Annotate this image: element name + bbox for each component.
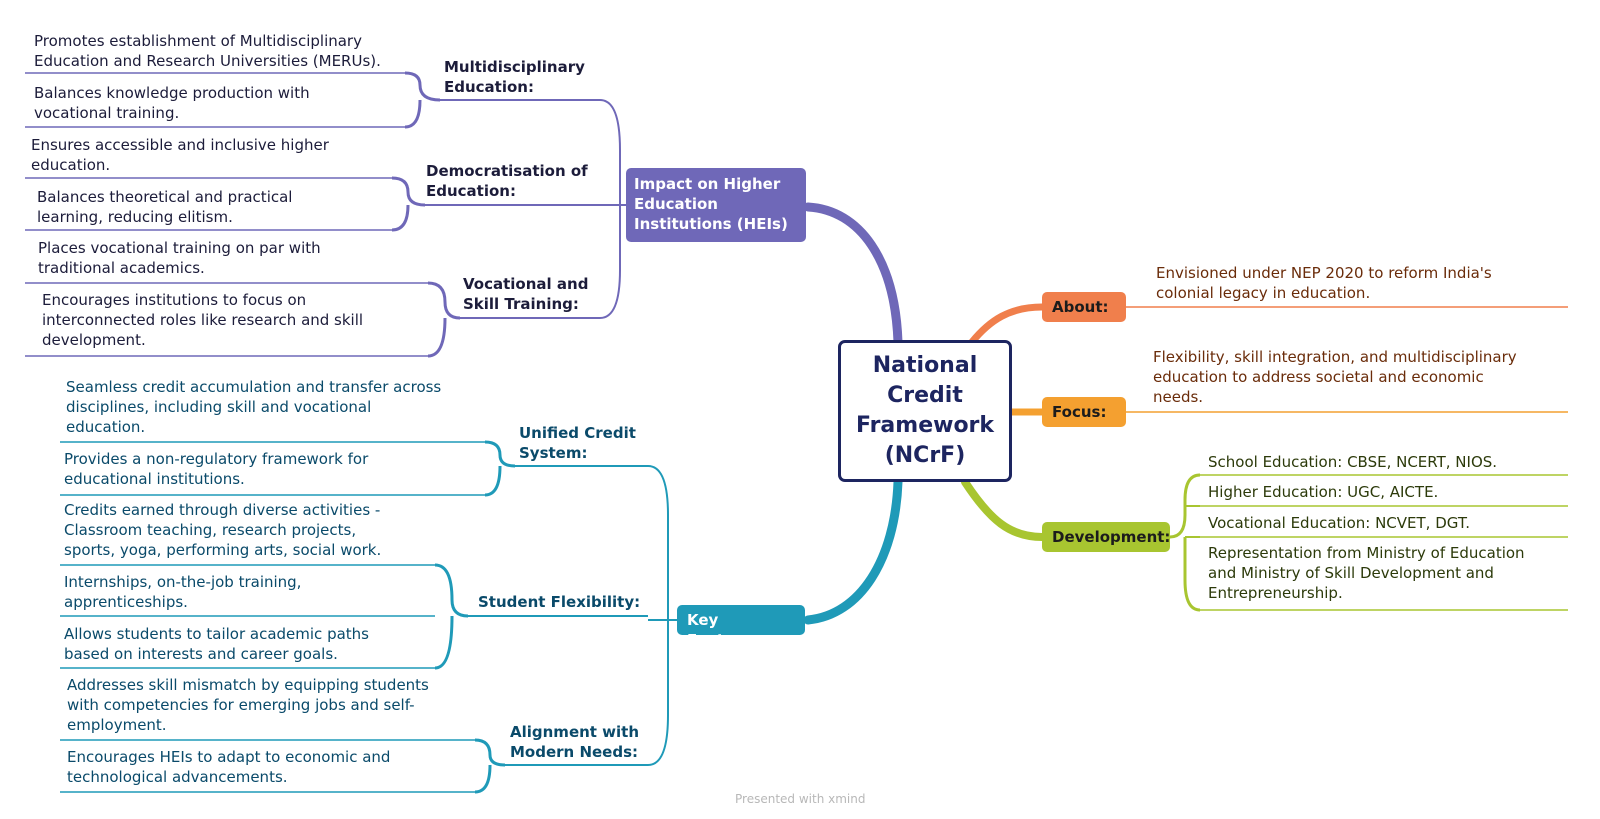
development-underlines — [1200, 474, 1568, 611]
subtopic-student-flexibility[interactable]: Student Flexibility: — [478, 593, 641, 611]
leaf-non-regulatory: Provides a non-regulatory framework for … — [64, 450, 369, 488]
subtopic-alignment-modern-needs[interactable]: Alignment with Modern Needs: — [510, 723, 640, 761]
branch-line-development — [961, 478, 1046, 541]
impact-bracket-3 — [427, 281, 461, 358]
leaf-accessible-inclusive: Ensures accessible and inclusive higher … — [31, 136, 329, 174]
impact-trunk — [599, 99, 621, 319]
development-bracket-top — [1169, 473, 1201, 539]
leaf-vocational-parity: Places vocational training on par with t… — [38, 239, 321, 277]
branch-line-key — [803, 477, 903, 625]
leaf-credit-accumulation: Seamless credit accumulation and transfe… — [66, 378, 442, 436]
leaf-knowledge-vocational-balance: Balances knowledge production with vocat… — [34, 84, 310, 122]
branch-impact-on-heis[interactable]: Impact on Higher Education Institutions … — [626, 168, 806, 242]
leaf-focus-text: Flexibility, skill integration, and mult… — [1153, 348, 1517, 406]
key-underline-1 — [60, 441, 485, 496]
branch-line-about — [968, 303, 1046, 346]
leaf-tailor-paths: Allows students to tailor academic paths… — [64, 625, 369, 663]
leaf-adapt-advancements: Encourages HEIs to adapt to economic and… — [67, 748, 391, 786]
impact-bracket-2 — [391, 176, 426, 232]
central-topic[interactable]: National Credit Framework (NCrF) — [838, 340, 1012, 482]
development-bracket-ticks — [1185, 505, 1200, 538]
key-trunk — [647, 465, 669, 766]
leaf-diverse-activities: Credits earned through diverse activitie… — [64, 501, 382, 559]
leaf-merus: Promotes establishment of Multidisciplin… — [34, 32, 381, 70]
leaf-theoretical-practical: Balances theoretical and practical learn… — [37, 188, 293, 226]
key-bracket-3 — [474, 738, 506, 794]
key-underline-2 — [60, 564, 435, 669]
footer-credit: Presented with xmind — [735, 792, 866, 806]
leaf-about-nep: Envisioned under NEP 2020 to reform Indi… — [1156, 264, 1492, 302]
leaf-interconnected-roles: Encourages institutions to focus on inte… — [42, 291, 364, 349]
branch-development[interactable]: Development: — [1042, 522, 1170, 552]
leaf-vocational-education: Vocational Education: NCVET, DGT. — [1208, 514, 1470, 532]
impact-underline-1 — [25, 72, 405, 128]
subtopic-unified-credit-system[interactable]: Unified Credit System: — [519, 424, 636, 462]
branch-key-features[interactable]: Key Features — [677, 605, 805, 649]
key-bracket-1 — [484, 440, 516, 497]
leaf-ministry-representation: Representation from Ministry of Educatio… — [1208, 544, 1525, 602]
impact-bracket-1 — [404, 71, 441, 129]
leaf-internships: Internships, on-the-job training, appren… — [64, 573, 302, 611]
leaf-skill-mismatch: Addresses skill mismatch by equipping st… — [67, 676, 429, 734]
impact-underline-3 — [25, 282, 428, 357]
subtopic-multidisciplinary-education[interactable]: Multidisciplinary Education: — [444, 58, 585, 96]
key-underline-3 — [60, 739, 475, 793]
subtopic-democratisation-of-education[interactable]: Democratisation of Education: — [426, 162, 588, 200]
subtopic-vocational-and-skill-training[interactable]: Vocational and Skill Training: — [463, 275, 589, 313]
branch-line-impact — [803, 202, 903, 347]
branch-about[interactable]: About: — [1042, 292, 1126, 322]
development-bracket-bottom — [1183, 537, 1201, 612]
key-bracket-2 — [434, 563, 469, 670]
leaf-school-education: School Education: CBSE, NCERT, NIOS. — [1208, 453, 1498, 471]
leaf-higher-education: Higher Education: UGC, AICTE. — [1208, 483, 1439, 501]
impact-underline-2 — [25, 177, 392, 231]
branch-focus[interactable]: Focus: — [1042, 397, 1126, 427]
